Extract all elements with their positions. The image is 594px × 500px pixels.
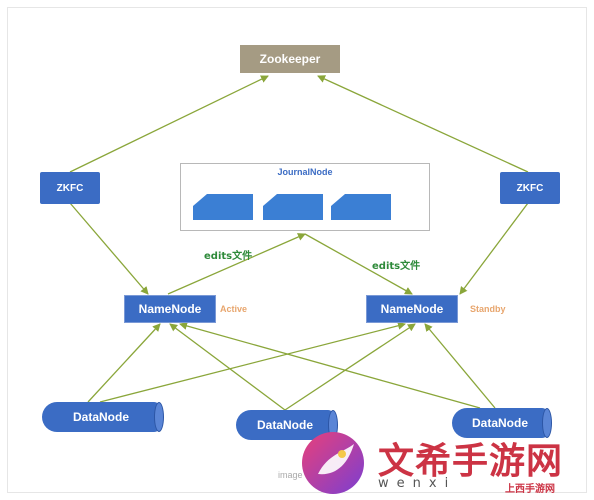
journalnode-label: JournalNode bbox=[277, 167, 333, 177]
edge-zkfc-right-to-zookeeper bbox=[317, 75, 529, 173]
datanode-2-label: DataNode bbox=[256, 418, 313, 432]
active-status-label: Active bbox=[220, 304, 248, 314]
edge-dn2-to-active bbox=[169, 323, 286, 411]
watermark-tag: 上西手游网 bbox=[505, 484, 555, 495]
namenode-standby-node: NameNode bbox=[366, 295, 458, 323]
datanode-1-node: DataNode bbox=[42, 402, 164, 432]
diagram-frame bbox=[7, 7, 587, 493]
watermark-url: wenxi bbox=[378, 476, 457, 491]
watermark-logo-icon bbox=[302, 432, 364, 494]
datanode-3-label: DataNode bbox=[471, 416, 528, 430]
edge-zkfc-left-to-zookeeper bbox=[69, 75, 269, 173]
datanode-3-cap bbox=[542, 408, 552, 438]
journalnode-shapes bbox=[193, 194, 391, 220]
zkfc-left-label: ZKFC bbox=[56, 182, 84, 194]
zkfc-right-node: ZKFC bbox=[500, 172, 560, 204]
edge-journalnode-to-standby bbox=[304, 233, 413, 295]
zkfc-right-label: ZKFC bbox=[516, 182, 544, 194]
watermark-text: 文希手游网 bbox=[378, 441, 564, 482]
watermark-image-text: image bbox=[278, 470, 303, 480]
namenode-standby-label: NameNode bbox=[380, 302, 444, 316]
edge-dn1-to-standby bbox=[99, 321, 406, 403]
namenode-active-node: NameNode bbox=[124, 295, 216, 323]
datanode-3-node: DataNode bbox=[452, 408, 552, 438]
zookeeper-label: Zookeeper bbox=[259, 52, 321, 66]
edge-zkfc-left-to-active bbox=[69, 202, 149, 295]
standby-status-label: Standby bbox=[470, 304, 506, 314]
journalnode-shape-3 bbox=[331, 194, 391, 220]
datanode-2-node: DataNode bbox=[236, 410, 338, 440]
edge-dn3-to-standby bbox=[424, 323, 496, 409]
zkfc-left-node: ZKFC bbox=[40, 172, 100, 204]
zookeeper-node: Zookeeper bbox=[240, 45, 340, 73]
journalnode-shape-2 bbox=[263, 194, 323, 220]
edge-dn3-to-active bbox=[179, 322, 481, 409]
edge-dn1-to-active bbox=[87, 323, 161, 403]
datanode-1-label: DataNode bbox=[72, 410, 129, 424]
journalnode-shape-1 bbox=[193, 194, 253, 220]
edge-zkfc-right-to-standby bbox=[459, 202, 529, 295]
edge-active-to-journalnode bbox=[167, 233, 306, 295]
namenode-active-label: NameNode bbox=[138, 302, 202, 316]
journalnode-group: JournalNode bbox=[180, 163, 430, 231]
datanode-1-cap bbox=[154, 402, 164, 432]
edits-label-right: edits文件 bbox=[372, 261, 421, 272]
edge-dn2-to-standby bbox=[284, 323, 416, 411]
edits-label-left: edits文件 bbox=[204, 251, 253, 262]
